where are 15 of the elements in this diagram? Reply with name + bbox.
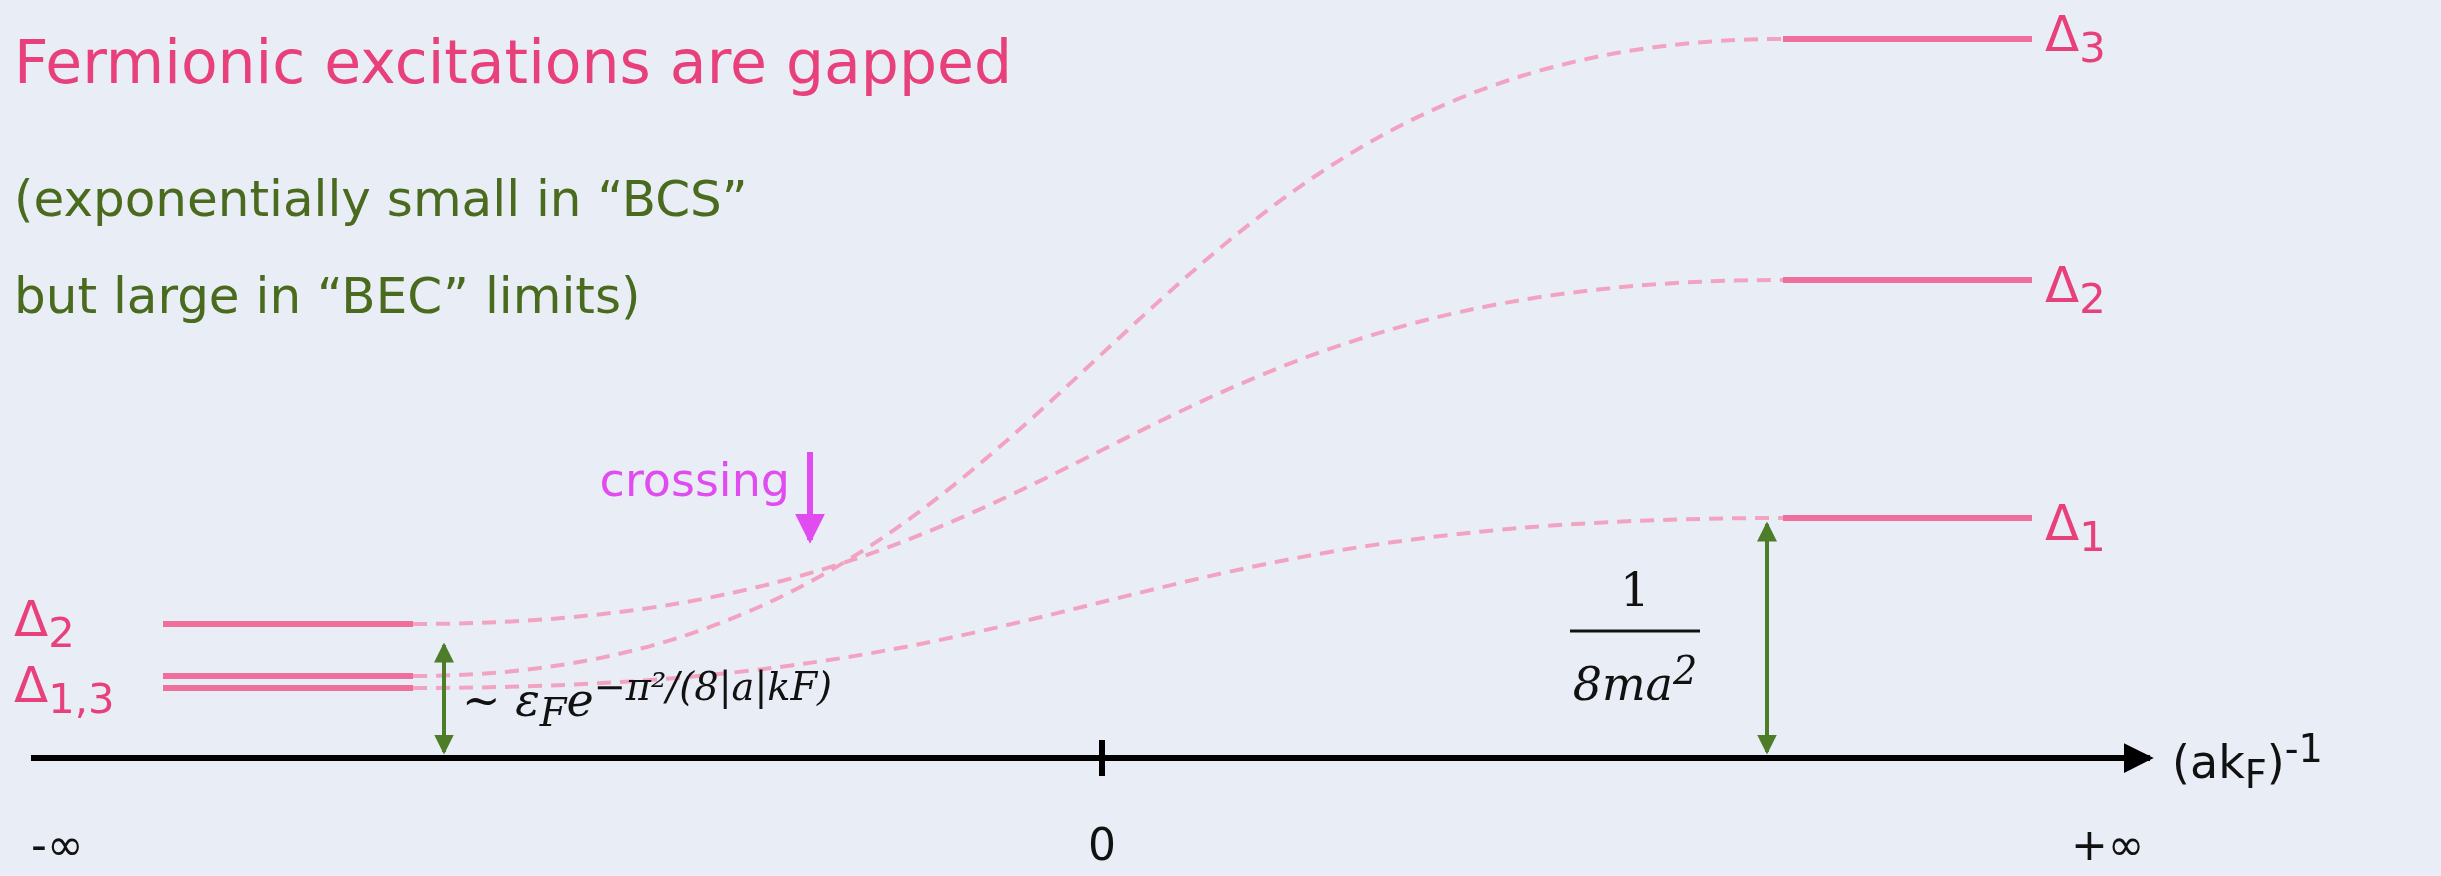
axis-label: (ak$_{F}$)$^{-1}$ [2172, 727, 2323, 797]
level-label: Δ$_{1}$ [2045, 496, 2106, 560]
title: Fermionic excitations are gapped [14, 29, 1012, 95]
level-label: Δ$_{3}$ [2045, 7, 2106, 71]
subtitle: (exponentially small in “BCS” but large in “BEC” limits) [14, 169, 749, 327]
formula: ∼ ε$_{F}$e$^{−π²/(8|a|kF)}$ [462, 665, 833, 735]
level-label: Δ$_{2}$ [2045, 258, 2106, 322]
formula: 1 [1620, 564, 1650, 616]
level-label: Δ$_{2}$ [14, 592, 75, 656]
level-label: Δ$_{1,3}$ [14, 658, 115, 722]
tick-label: -∞ [31, 820, 84, 870]
formula: 8ma$^{2}$ [1572, 650, 1698, 710]
annotation-text: crossing [599, 454, 790, 506]
tick-label: +∞ [2071, 820, 2145, 870]
tick-label: 0 [1088, 820, 1116, 870]
